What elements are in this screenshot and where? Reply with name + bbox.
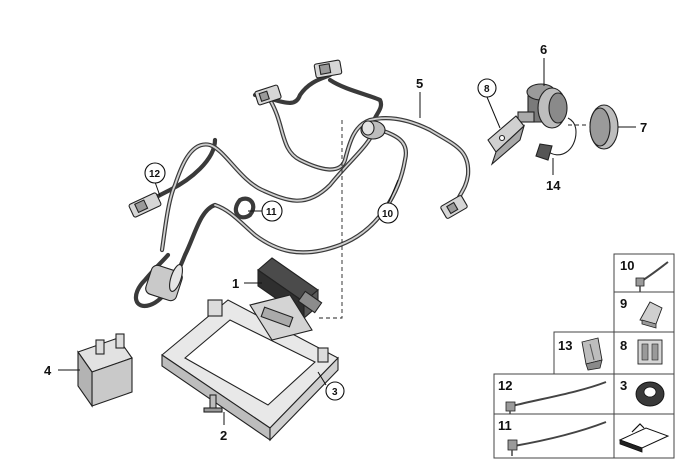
callout-8: 8 xyxy=(484,84,490,95)
wiring-harness xyxy=(128,59,471,309)
legend-label-9: 9 xyxy=(620,296,627,311)
clip-icon xyxy=(639,301,663,329)
callout-6: 6 xyxy=(540,42,547,57)
callout-11: 11 xyxy=(266,207,277,218)
connector-top-center xyxy=(313,59,343,79)
connector-top-left xyxy=(254,84,282,106)
legend-label-11: 11 xyxy=(498,418,512,433)
reference-dashed-line xyxy=(318,120,343,319)
callout-12-circle xyxy=(144,162,166,184)
callout-3-circle xyxy=(325,381,345,401)
grommet-icon xyxy=(635,381,665,407)
callout-7: 7 xyxy=(640,120,647,135)
mounting-tray xyxy=(161,294,339,442)
callout-3: 3 xyxy=(332,387,338,398)
small-bracket xyxy=(77,333,133,408)
socket-cap xyxy=(568,104,619,150)
harness-grommet xyxy=(360,120,386,140)
legend-label-10: 10 xyxy=(620,258,634,273)
arrow-symbol-icon xyxy=(618,423,670,453)
parts-legend: 10 9 13 8 12 3 11 xyxy=(493,253,675,459)
legend-label-12: 12 xyxy=(498,378,512,393)
callout-10-circle xyxy=(377,202,399,224)
callout-12: 12 xyxy=(149,169,161,180)
callout-4: 4 xyxy=(44,363,52,378)
legend-label-3: 3 xyxy=(620,378,627,393)
callout-2: 2 xyxy=(220,428,227,443)
socket-bracket-plate xyxy=(487,115,526,166)
callout-10: 10 xyxy=(382,209,394,220)
callout-11-circle xyxy=(261,200,283,222)
legend-label-13: 13 xyxy=(558,338,572,353)
callout-5: 5 xyxy=(416,76,423,91)
fastener-clip-icon xyxy=(581,337,603,371)
connector-left xyxy=(128,192,162,218)
long-cable-tie-icon-12 xyxy=(505,381,607,414)
callouts: 1 2 3 4 5 6 7 8 10 11 12 14 xyxy=(44,42,647,443)
connector-right xyxy=(440,195,468,219)
legend-label-8: 8 xyxy=(620,338,627,353)
retaining-clip xyxy=(535,117,577,161)
long-cable-tie-icon-11 xyxy=(507,421,607,456)
callout-1: 1 xyxy=(232,276,239,291)
callout-8-circle xyxy=(477,78,497,98)
bracket-clip-icon xyxy=(637,339,663,365)
ferrite-core xyxy=(145,264,183,302)
callout-14: 14 xyxy=(546,178,561,193)
cable-tie-icon xyxy=(635,261,669,292)
socket-housing xyxy=(517,83,568,129)
